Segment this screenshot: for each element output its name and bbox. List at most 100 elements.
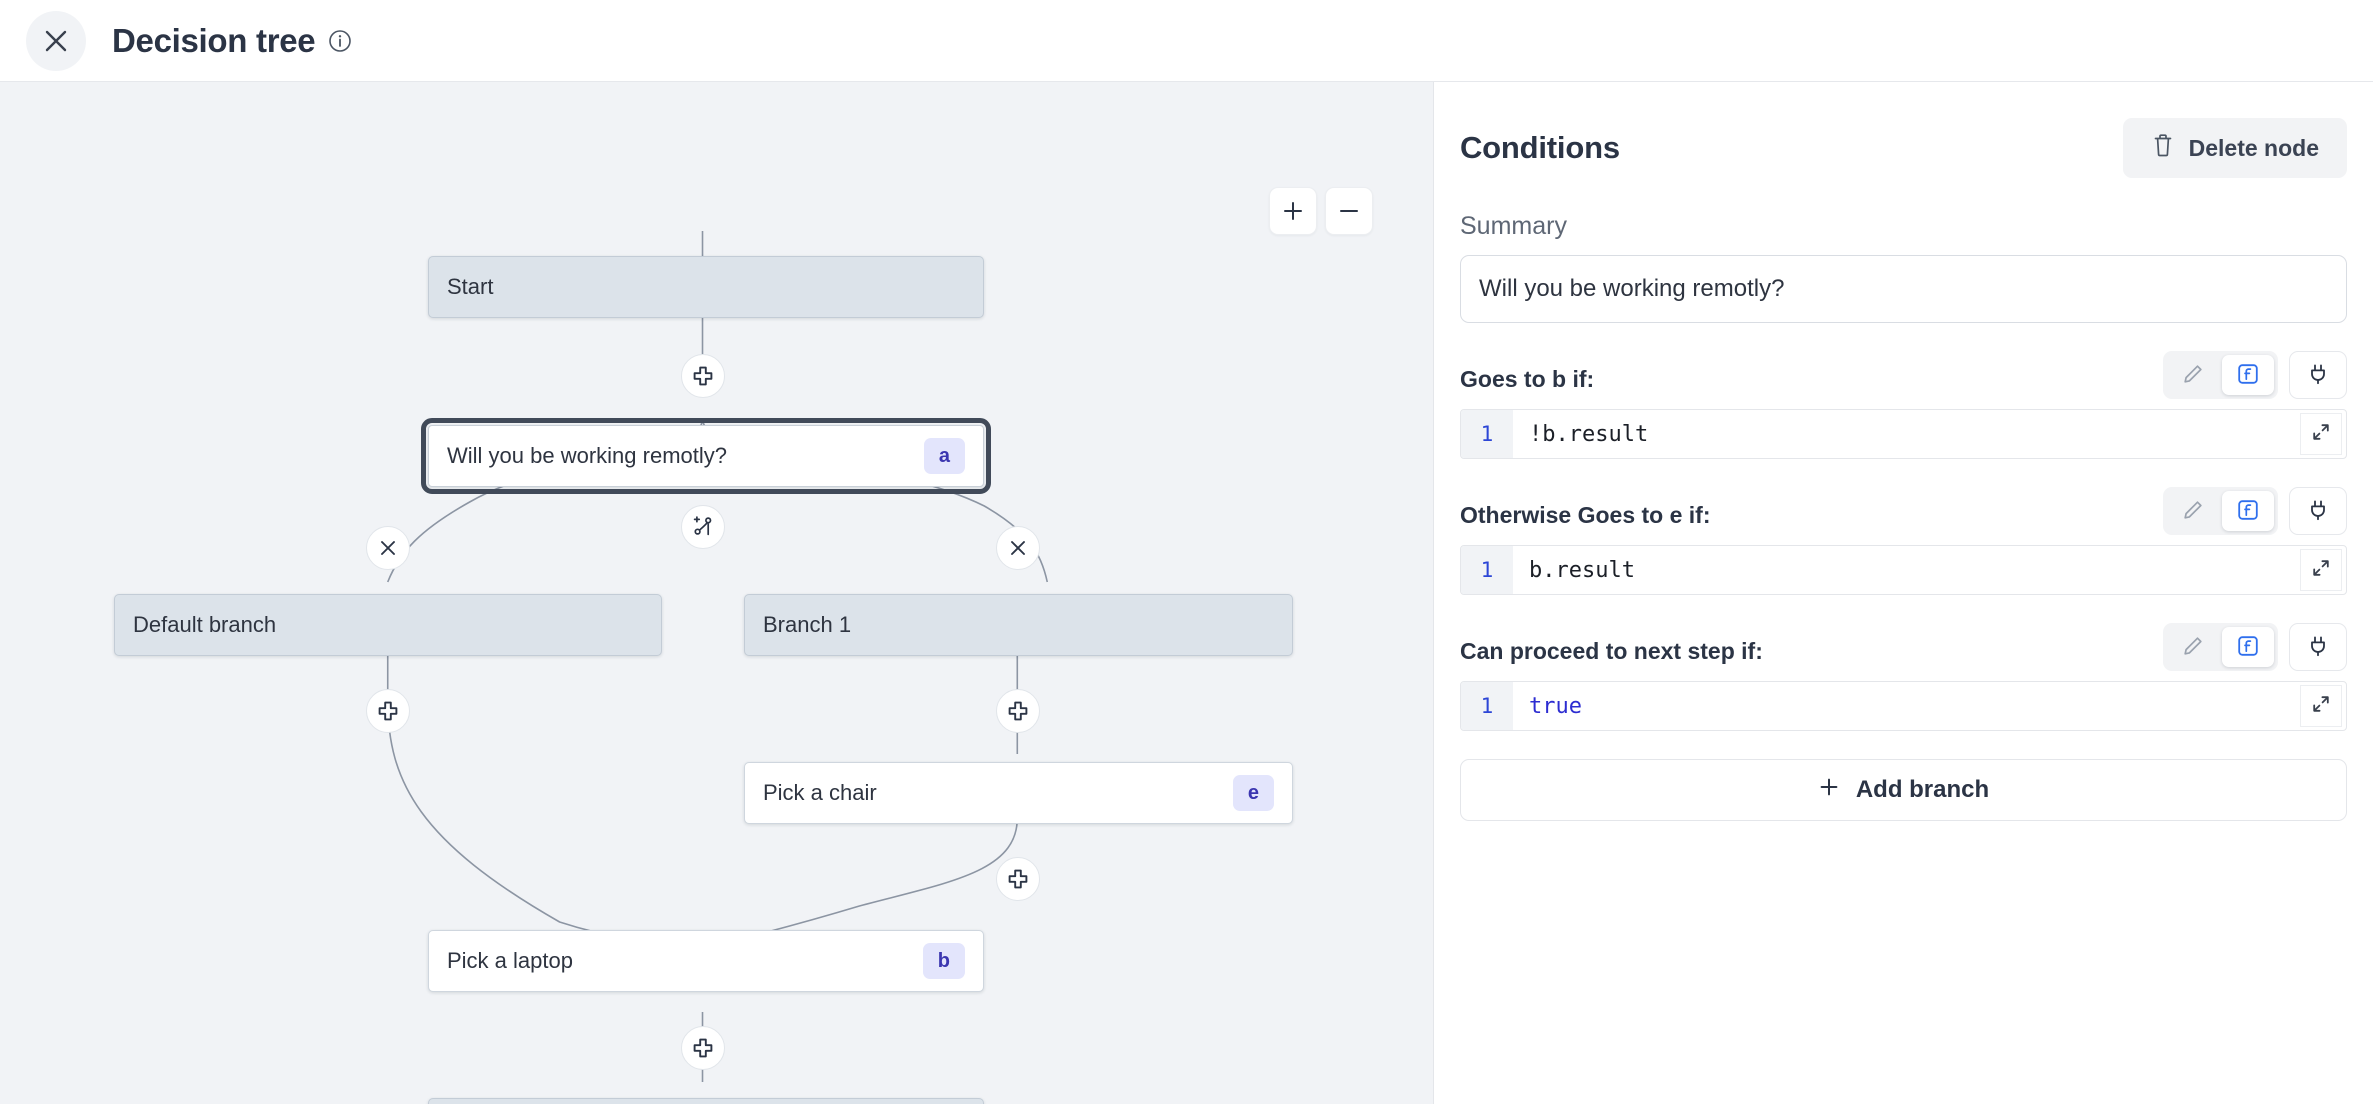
node-label: Will you be working remotly? <box>447 443 727 468</box>
node-question[interactable]: Will you be working remotly? a <box>421 418 991 494</box>
add-branch-button[interactable]: Add branch <box>1460 759 2347 821</box>
plus-cross-icon <box>377 700 399 722</box>
expression-mode-button[interactable] <box>2222 627 2274 667</box>
condition-label: Can proceed to next step if: <box>1460 638 1763 664</box>
close-icon <box>1008 538 1028 558</box>
pencil-mode-button[interactable] <box>2167 627 2219 667</box>
add-step-handle-default-branch[interactable] <box>366 689 410 733</box>
add-branch-handle[interactable] <box>681 505 725 549</box>
mode-segmented-control <box>2163 351 2278 399</box>
code-editor[interactable]: 1 true <box>1460 681 2347 731</box>
expression-mode-button[interactable] <box>2222 355 2274 395</box>
connect-mode-button[interactable] <box>2289 487 2347 535</box>
function-icon <box>2236 634 2260 661</box>
delete-node-button[interactable]: Delete node <box>2122 118 2347 178</box>
node-label: Default branch <box>133 612 277 637</box>
node-label: Start <box>447 274 494 299</box>
expand-icon <box>2311 558 2331 583</box>
close-button[interactable] <box>26 10 86 71</box>
code-content[interactable]: b.result <box>1529 557 1635 583</box>
condition-block-can-proceed: Can proceed to next step if: <box>1460 623 2347 731</box>
remove-branch-handle-default[interactable] <box>366 526 410 570</box>
function-icon <box>2236 498 2260 525</box>
page-title: Decision tree <box>112 21 316 59</box>
node-start[interactable]: Start <box>428 256 984 318</box>
zoom-controls <box>1269 187 1373 235</box>
connect-mode-button[interactable] <box>2289 351 2347 399</box>
mode-segmented-control <box>2163 487 2278 535</box>
expand-icon <box>2311 694 2331 719</box>
conditions-panel: Conditions Delete node Summary Goes to b… <box>1434 82 2373 1104</box>
expand-icon <box>2311 422 2331 447</box>
close-icon <box>378 538 398 558</box>
close-icon <box>43 28 69 54</box>
minus-icon <box>1338 200 1360 222</box>
plug-icon <box>2306 498 2330 525</box>
mode-toggle-group <box>2163 487 2347 535</box>
delete-node-label: Delete node <box>2188 134 2319 161</box>
plug-icon <box>2306 634 2330 661</box>
pencil-mode-button[interactable] <box>2167 355 2219 395</box>
mode-toggle-group <box>2163 623 2347 671</box>
zoom-in-button[interactable] <box>1269 187 1317 235</box>
code-editor[interactable]: 1 b.result <box>1460 545 2347 595</box>
remove-branch-handle-branch1[interactable] <box>996 526 1040 570</box>
add-step-handle-branch1[interactable] <box>996 689 1040 733</box>
info-icon[interactable] <box>328 29 352 53</box>
connect-mode-button[interactable] <box>2289 623 2347 671</box>
line-number: 1 <box>1461 682 1513 730</box>
plus-cross-icon <box>1007 700 1029 722</box>
pencil-mode-button[interactable] <box>2167 491 2219 531</box>
node-pick-a-chair[interactable]: Pick a chair e <box>744 762 1293 824</box>
condition-header: Otherwise Goes to e if: <box>1460 487 2347 535</box>
node-pick-a-laptop[interactable]: Pick a laptop b <box>428 930 984 992</box>
node-label: Branch 1 <box>763 612 852 637</box>
flowchart-canvas[interactable]: Start Will you be working remotly? a Def… <box>0 82 1434 1104</box>
summary-label: Summary <box>1460 212 1567 240</box>
line-number: 1 <box>1461 410 1513 458</box>
mode-segmented-control <box>2163 623 2278 671</box>
code-content[interactable]: true <box>1529 693 1582 719</box>
add-step-handle-pick-a-chair[interactable] <box>996 857 1040 901</box>
function-icon <box>2236 362 2260 389</box>
node-badge: e <box>1232 775 1274 811</box>
add-step-handle-pick-a-laptop[interactable] <box>681 1026 725 1070</box>
pencil-icon <box>2181 634 2205 661</box>
plus-cross-icon <box>692 1037 714 1059</box>
expression-mode-button[interactable] <box>2222 491 2274 531</box>
pencil-icon <box>2181 362 2205 389</box>
node-badge: b <box>922 943 965 979</box>
mode-toggle-group <box>2163 351 2347 399</box>
node-default-branch[interactable]: Default branch <box>114 594 662 656</box>
panel-header: Conditions Delete node <box>1460 118 2347 178</box>
zoom-out-button[interactable] <box>1325 187 1373 235</box>
node-end[interactable]: End <box>428 1098 984 1104</box>
trash-icon <box>2151 132 2175 164</box>
expand-editor-button[interactable] <box>2300 549 2342 591</box>
panel-title: Conditions <box>1460 130 1620 165</box>
condition-block-goes-to-b: Goes to b if: <box>1460 351 2347 459</box>
node-label: Pick a chair <box>763 780 877 805</box>
condition-block-otherwise-goes-to-e: Otherwise Goes to e if: <box>1460 487 2347 595</box>
plug-icon <box>2306 362 2330 389</box>
expand-editor-button[interactable] <box>2300 685 2342 727</box>
add-branch-label: Add branch <box>1855 776 1990 803</box>
condition-label: Goes to b if: <box>1460 366 1595 392</box>
expand-editor-button[interactable] <box>2300 413 2342 455</box>
condition-header: Goes to b if: <box>1460 351 2347 399</box>
condition-label: Otherwise Goes to e if: <box>1460 502 1711 528</box>
summary-input[interactable] <box>1460 255 2347 323</box>
node-label: Pick a laptop <box>447 948 573 973</box>
plus-icon <box>1818 776 1840 805</box>
node-branch-1[interactable]: Branch 1 <box>744 594 1293 656</box>
add-step-handle-start[interactable] <box>681 354 725 398</box>
code-editor[interactable]: 1 !b.result <box>1460 409 2347 459</box>
plus-cross-icon <box>1007 868 1029 890</box>
code-content[interactable]: !b.result <box>1529 421 1649 447</box>
branch-plus-icon <box>691 515 715 539</box>
condition-header: Can proceed to next step if: <box>1460 623 2347 671</box>
pencil-icon <box>2181 498 2205 525</box>
plus-cross-icon <box>692 365 714 387</box>
plus-icon <box>1282 200 1304 222</box>
node-badge: a <box>923 438 965 474</box>
